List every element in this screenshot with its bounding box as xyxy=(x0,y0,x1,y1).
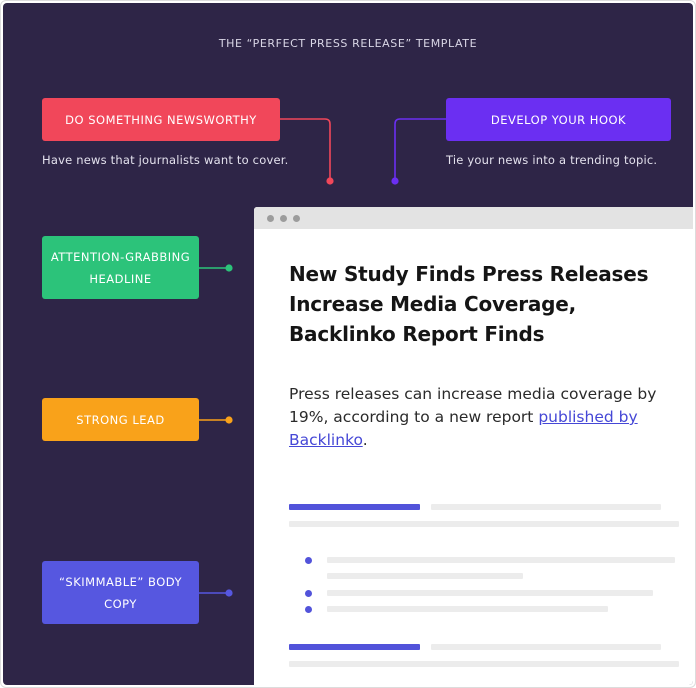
connector-hook xyxy=(394,118,446,180)
connector-dot-hook xyxy=(391,177,399,185)
text-line-placeholder xyxy=(289,661,679,667)
window-dot-icon xyxy=(280,214,287,222)
bullet-icon xyxy=(305,557,312,564)
browser-window: New Study Finds Press Releases Increase … xyxy=(254,207,693,685)
text-line-placeholder xyxy=(431,644,661,650)
tag-lead: STRONG LEAD xyxy=(42,398,199,441)
text-line-placeholder xyxy=(289,521,679,527)
connector-dot-newsworthy xyxy=(326,177,334,185)
page-title: THE “PERFECT PRESS RELEASE” TEMPLATE xyxy=(218,37,478,50)
bullet-icon xyxy=(305,606,312,613)
lead-end: . xyxy=(362,431,368,449)
connector-dot-body xyxy=(225,589,233,597)
section-heading-placeholder xyxy=(289,644,420,650)
window-dot-icon xyxy=(293,214,300,222)
press-release-lead: Press releases can increase media covera… xyxy=(289,383,659,452)
browser-title-bar xyxy=(254,207,693,229)
tag-hook: DEVELOP YOUR HOOK xyxy=(446,98,671,141)
tag-hook-description: Tie your news into a trending topic. xyxy=(446,153,658,167)
text-line-placeholder xyxy=(327,573,523,579)
connector-dot-lead xyxy=(225,416,233,424)
text-line-placeholder xyxy=(327,557,675,563)
window-dot-icon xyxy=(267,214,274,222)
connector-lines xyxy=(199,118,446,597)
connector-dot-headline xyxy=(225,264,233,272)
tag-headline: ATTENTION-GRABBING HEADLINE xyxy=(42,236,199,299)
text-line-placeholder xyxy=(431,504,661,510)
lead-link[interactable]: published by Backlinko xyxy=(289,408,638,449)
text-line-placeholder xyxy=(327,590,653,596)
connector-newsworthy xyxy=(280,118,331,180)
section-heading-placeholder xyxy=(289,504,420,510)
tag-body-copy: “SKIMMABLE” BODY COPY xyxy=(42,561,199,624)
press-release-headline: New Study Finds Press Releases Increase … xyxy=(289,262,649,346)
lead-text: Press releases can increase media covera… xyxy=(289,385,657,426)
tag-newsworthy: DO SOMETHING NEWSWORTHY xyxy=(42,98,280,141)
template-canvas: THE “PERFECT PRESS RELEASE” TEMPLATE DO … xyxy=(3,3,693,685)
bullet-icon xyxy=(305,590,312,597)
text-line-placeholder xyxy=(327,606,608,612)
tag-newsworthy-description: Have news that journalists want to cover… xyxy=(42,153,289,167)
